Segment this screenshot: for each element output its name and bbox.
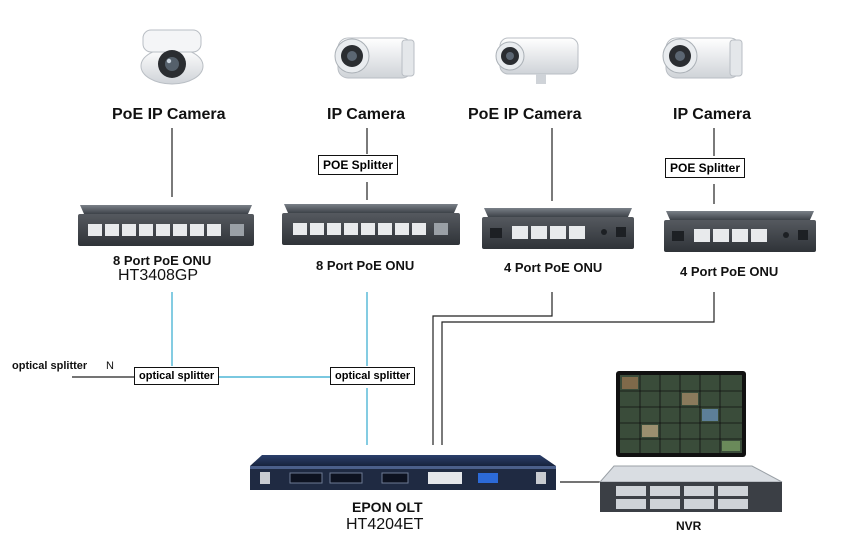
optical-splitter-feed-label: optical splitter bbox=[12, 360, 88, 372]
olt-label: EPON OLT bbox=[352, 499, 423, 515]
bullet-camera-icon bbox=[495, 37, 579, 84]
nvr-label: NVR bbox=[676, 519, 702, 533]
optical-splitter: optical splitter bbox=[134, 367, 220, 385]
optical-splitter: optical splitter bbox=[330, 367, 416, 385]
bullet-camera-icon bbox=[334, 37, 415, 79]
camera-label: PoE IP Camera bbox=[112, 106, 226, 123]
onu-label: 8 Port PoE ONU bbox=[316, 258, 415, 273]
dome-camera-icon bbox=[140, 29, 204, 85]
onu-switch-icon bbox=[664, 211, 816, 252]
n-label: N bbox=[106, 360, 114, 372]
onu-label: 4 Port PoE ONU bbox=[680, 264, 779, 279]
onu-model-label: HT3408GP bbox=[118, 267, 199, 284]
camera-label: IP Camera bbox=[673, 106, 751, 123]
bullet-camera-icon bbox=[662, 37, 743, 79]
nvr-recorder-icon bbox=[598, 465, 783, 512]
onu-switch-icon bbox=[78, 205, 254, 246]
onu-switch-icon bbox=[482, 208, 634, 249]
onu-label: 4 Port PoE ONU bbox=[504, 260, 603, 275]
onu-label: 8 Port PoE ONU bbox=[113, 253, 212, 268]
olt-model-label: HT4204ET bbox=[346, 516, 424, 533]
copper-links bbox=[171, 128, 715, 483]
fiber-links bbox=[171, 292, 368, 445]
camera-label: IP Camera bbox=[327, 106, 405, 123]
poe-splitter: POE Splitter bbox=[665, 158, 746, 178]
onu-switch-icon bbox=[282, 204, 460, 245]
nvr-monitor-icon bbox=[616, 371, 746, 457]
poe-splitter: POE Splitter bbox=[318, 155, 399, 175]
camera-label: PoE IP Camera bbox=[468, 106, 582, 123]
olt-chassis-icon bbox=[250, 455, 556, 490]
